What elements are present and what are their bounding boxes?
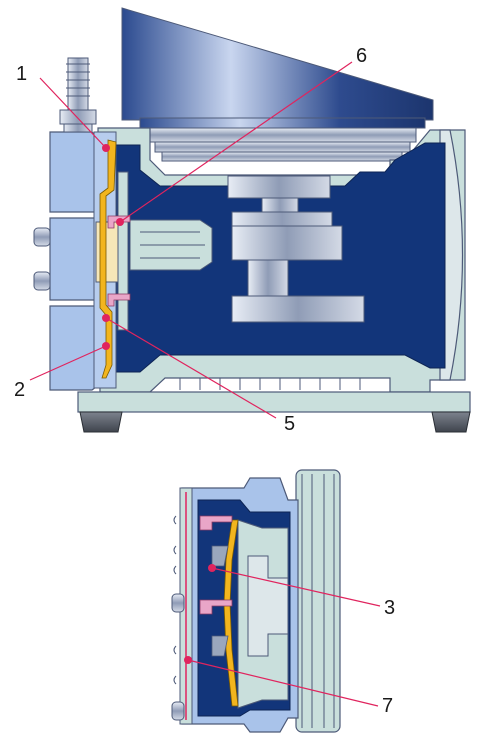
detail-valves: [199, 515, 233, 657]
callout-6: 6: [116, 45, 367, 226]
motor-housing: [121, 7, 434, 162]
callout-7: 7: [184, 656, 393, 717]
callout-label-1: 1: [16, 63, 27, 85]
pump-head-detail-section: 3 7: [171, 469, 395, 733]
callout-label-7: 7: [382, 695, 393, 717]
pulley: [295, 469, 341, 733]
callout-label-5: 5: [284, 413, 295, 435]
detail-diaphragm: [223, 519, 239, 707]
hose-connector: [59, 57, 97, 133]
callout-2: 2: [14, 342, 110, 401]
eccentric-shaft: [227, 175, 365, 323]
detail-bolts: [171, 515, 185, 721]
callout-label-6: 6: [356, 45, 367, 67]
connecting-rod: [117, 171, 213, 331]
diaphragm: [99, 139, 117, 379]
callout-1: 1: [16, 63, 110, 152]
head-bolts: [33, 227, 51, 291]
callout-5: 5: [102, 314, 295, 435]
callout-label-2: 2: [14, 379, 25, 401]
callout-3: 3: [208, 564, 395, 619]
rubber-feet: [79, 411, 471, 433]
callout-label-3: 3: [384, 597, 395, 619]
pump-side-section: 1 6 2 5: [14, 7, 471, 435]
